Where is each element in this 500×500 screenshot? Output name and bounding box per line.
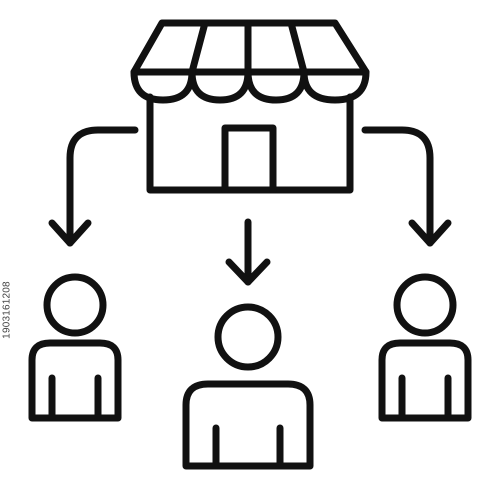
person-head [43,273,107,337]
awning-stripe [287,19,308,76]
arrow-down-right-icon [361,126,452,247]
arrow-down-center-icon [225,218,271,286]
store-walls [146,93,354,194]
storefront-icon [130,19,370,194]
person-head [214,303,282,371]
person-head [393,273,457,337]
person-left-icon [28,273,122,422]
person-body [182,380,314,470]
arrow-down-left-icon [48,126,139,247]
stock-id-container: 1903161208 [0,250,14,370]
awning-stripe [188,19,209,76]
person-body [28,339,122,422]
person-body [378,339,472,422]
stock-id-label: 1903161208 [1,281,13,339]
awning-scallops [130,68,370,104]
person-center-icon [182,303,314,470]
store-door [221,124,277,194]
person-right-icon [378,273,472,422]
